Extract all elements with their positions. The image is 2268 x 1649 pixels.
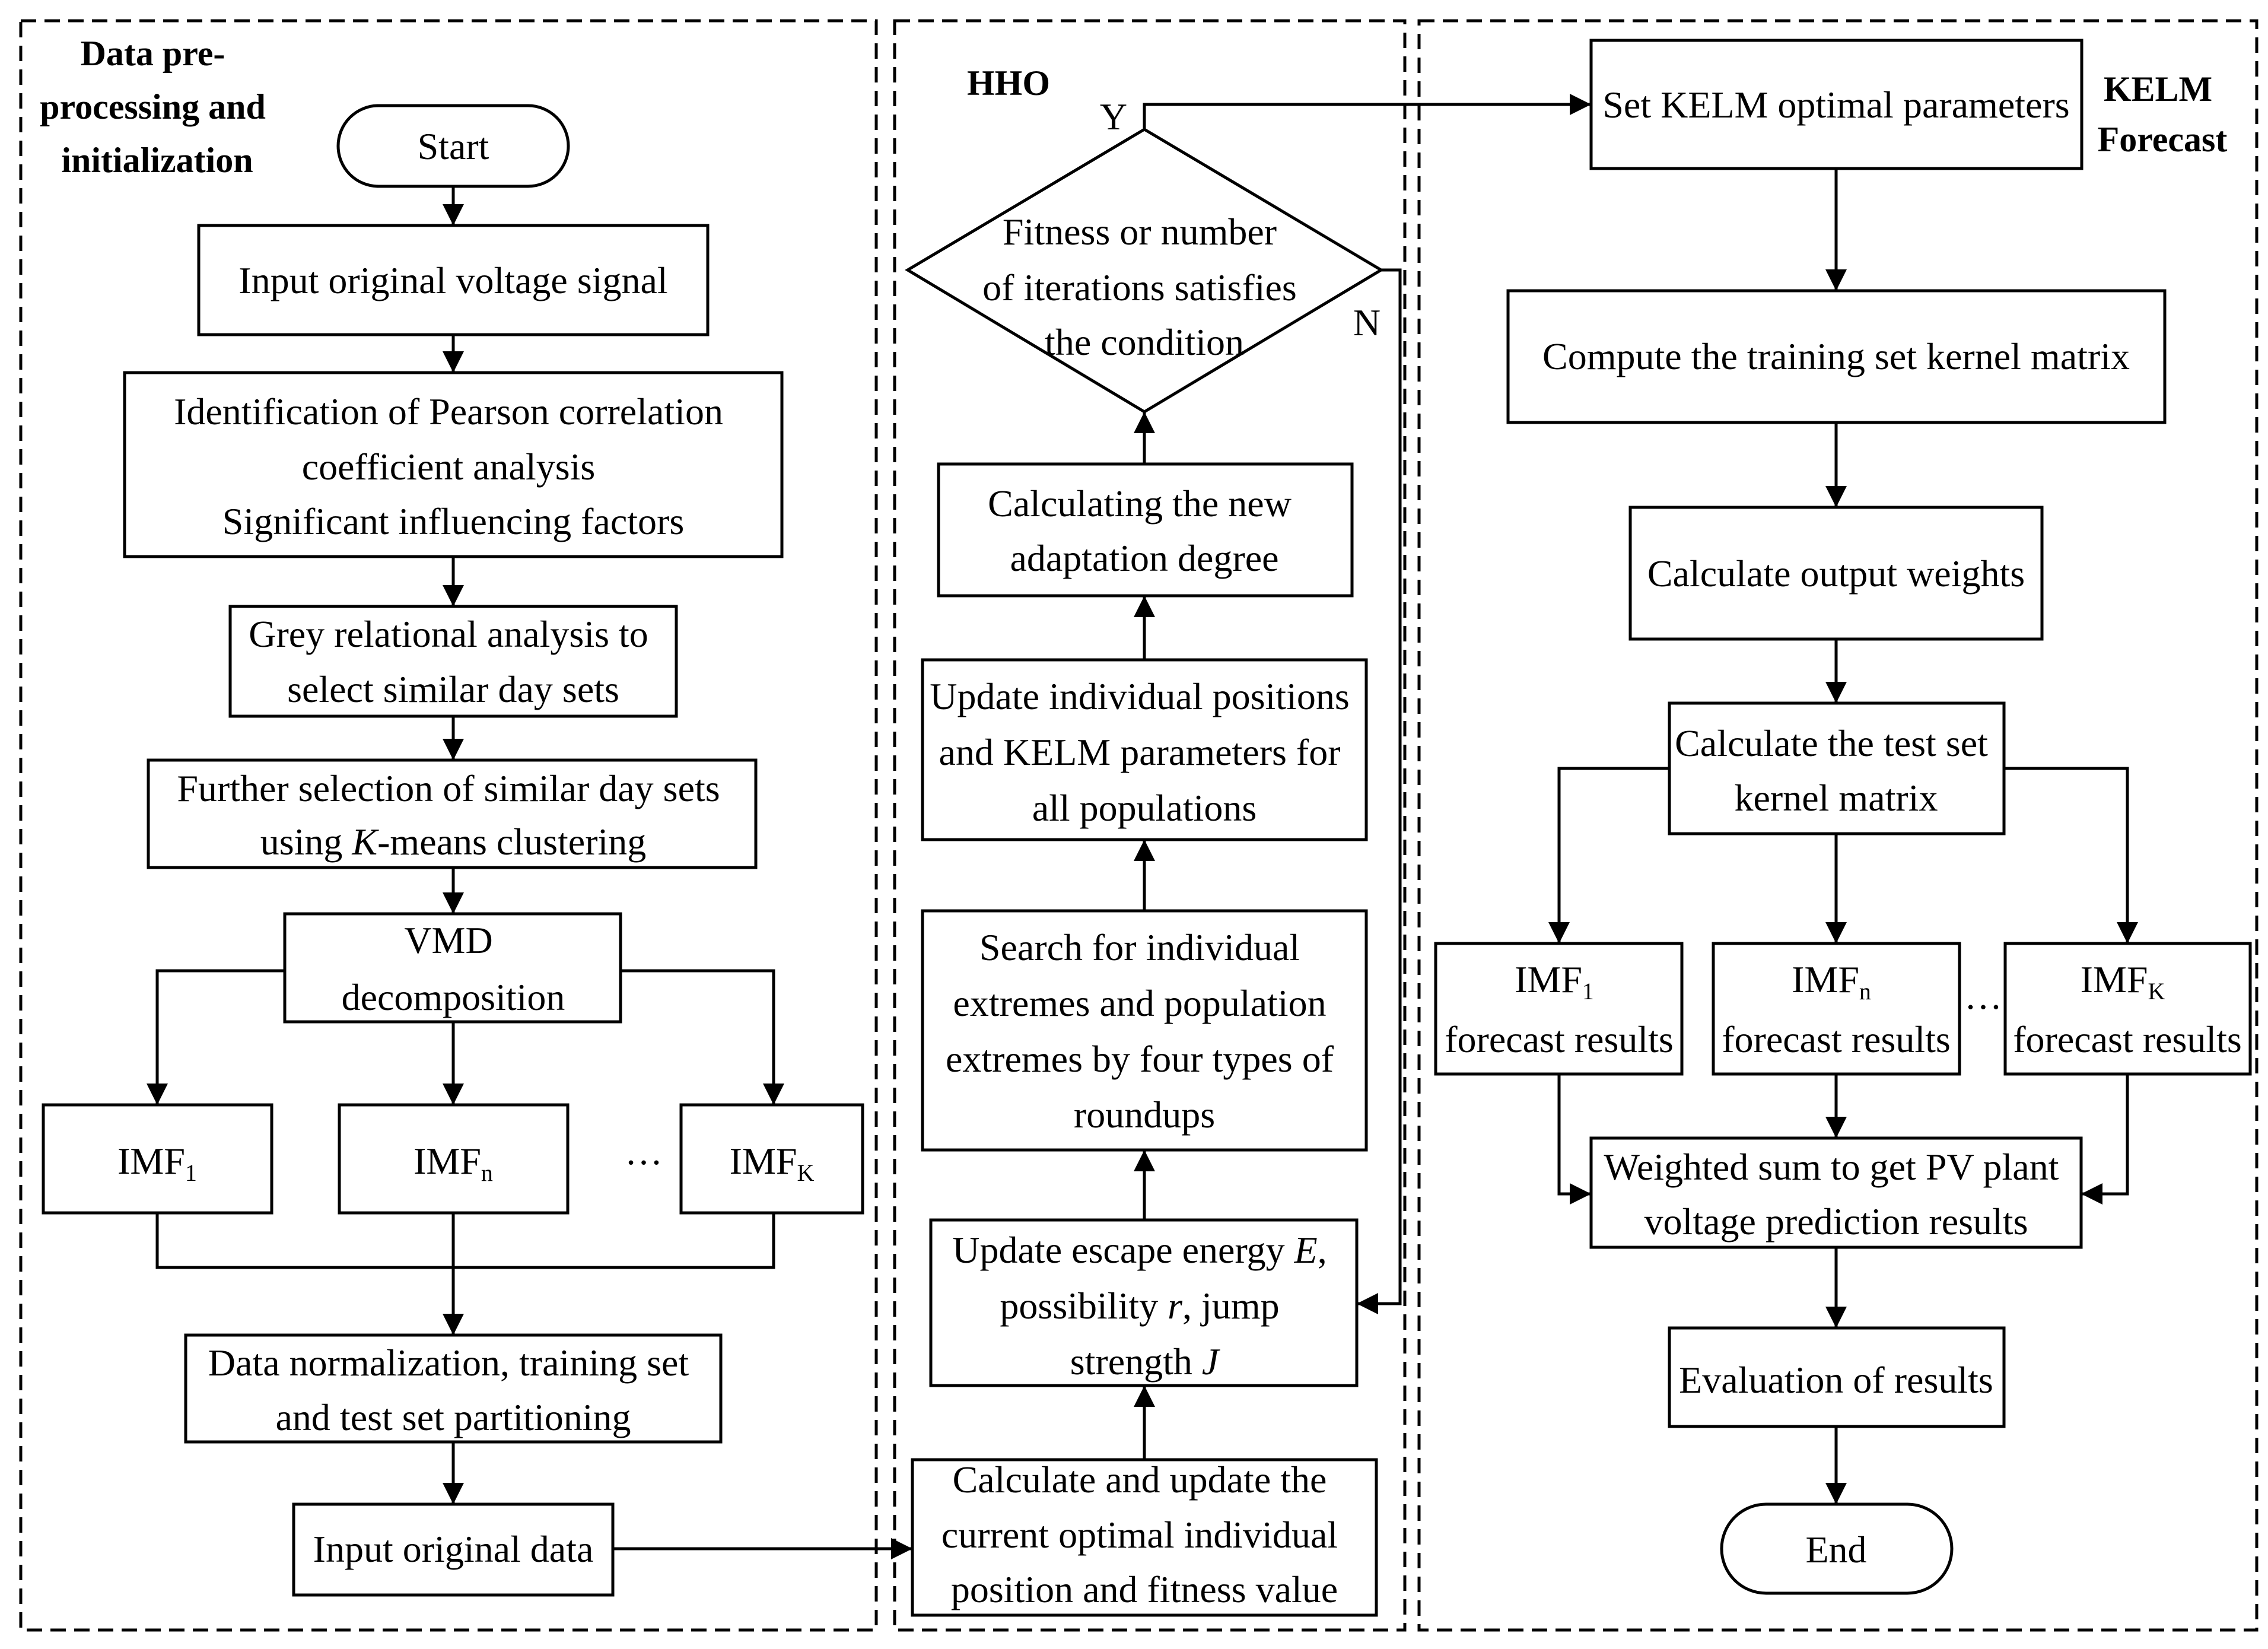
condition-decision xyxy=(905,128,1384,414)
vmd-label: VMD decomposition xyxy=(342,919,565,1018)
imf-1-label: IMF1 xyxy=(117,1140,197,1186)
escape-energy-box xyxy=(929,1218,1359,1387)
imf-1-forecast-label: IMF1 forecast results xyxy=(1445,958,1674,1060)
evaluation-label: Evaluation of results xyxy=(1679,1359,1993,1401)
pearson-box xyxy=(123,371,784,558)
end-label: End xyxy=(1805,1529,1866,1571)
imf-k-forecast-label: IMFK forecast results xyxy=(2013,958,2242,1060)
panel-title-hho: HHO xyxy=(967,63,1050,103)
normalization-box xyxy=(184,1333,723,1444)
panel-hho xyxy=(893,19,1407,1632)
forecast-k-to-sum xyxy=(2081,1074,2129,1205)
panel-kelm xyxy=(1417,19,2259,1632)
input-data-label: Input original data xyxy=(313,1528,594,1570)
panel-title-kelm: KELM Forecast xyxy=(2098,69,2228,159)
weighted-sum-box xyxy=(1589,1136,2083,1249)
search-label: Search for individual extremes and popul… xyxy=(946,926,1343,1136)
end-terminal xyxy=(1720,1502,1954,1595)
weighted-sum-label: Weighted sum to get PV plant voltage pre… xyxy=(1604,1146,2069,1243)
vmd-split-right xyxy=(621,969,784,1105)
set-kelm-label: Set KELM optimal parameters xyxy=(1602,84,2069,126)
start-label: Start xyxy=(418,125,489,167)
evaluation-box xyxy=(1668,1326,2006,1428)
forecast-1-to-sum xyxy=(1557,1074,1591,1205)
output-weights-label: Calculate output weights xyxy=(1647,552,2025,595)
kmeans-box xyxy=(147,758,758,869)
no-label: N xyxy=(1353,301,1380,344)
input-voltage-label: Input original voltage signal xyxy=(238,259,667,301)
escape-energy-label: Update escape energy E, possibility r, j… xyxy=(952,1229,1336,1383)
vmd-split-left xyxy=(147,969,285,1105)
imf-k-label: IMFK xyxy=(730,1140,815,1186)
output-weights-box xyxy=(1628,506,2044,641)
no-branch-arrow xyxy=(1357,268,1402,1314)
kmeans-label: Further selection of similar day sets us… xyxy=(177,767,729,863)
calc-update-label: Calculate and update the current optimal… xyxy=(941,1459,1347,1610)
forecast-ellipsis: … xyxy=(1964,975,2002,1017)
test-kernel-label: Calculate the test set kernel matrix xyxy=(1675,722,1997,819)
grey-relational-label: Grey relational analysis to select simil… xyxy=(249,613,658,710)
update-positions-label: Update individual positions and KELM par… xyxy=(930,675,1359,829)
imf-1-forecast-box xyxy=(1434,942,1684,1076)
set-kelm-box xyxy=(1589,39,2083,170)
imf-k-forecast-box xyxy=(2003,942,2252,1076)
adaptation-box xyxy=(937,462,1354,598)
training-kernel-label: Compute the training set kernel matrix xyxy=(1542,335,2130,377)
yes-label: Y xyxy=(1100,96,1127,138)
test-kernel-box xyxy=(1668,701,2006,835)
imf-merge xyxy=(155,1213,775,1269)
adaptation-label: Calculating the new adaptation degree xyxy=(988,482,1301,579)
normalization-label: Data normalization, training set and tes… xyxy=(208,1342,698,1438)
imf-k-box xyxy=(679,1103,864,1215)
panel-title-preprocessing: Data pre- processing and initialization xyxy=(40,34,275,180)
imf-n-forecast-label: IMFn forecast results xyxy=(1722,958,1951,1060)
condition-label: Fitness or number of iterations satisfie… xyxy=(982,211,1306,363)
imf-n-label: IMFn xyxy=(413,1140,493,1186)
pearson-label: Identification of Pearson correlation co… xyxy=(174,390,733,542)
imf-ellipsis: … xyxy=(625,1130,663,1173)
update-positions-box xyxy=(921,658,1368,841)
grey-relational-box xyxy=(228,605,678,718)
search-box xyxy=(921,909,1368,1152)
test-split-right xyxy=(2004,767,2138,943)
imf-1-box xyxy=(42,1103,273,1215)
imf-n-box xyxy=(338,1103,570,1215)
panel-preprocessing xyxy=(19,19,878,1632)
yes-branch-arrow xyxy=(1143,94,1591,129)
vmd-box xyxy=(283,912,622,1024)
calc-update-box xyxy=(911,1458,1378,1617)
test-split-left xyxy=(1548,767,1669,943)
training-kernel-box xyxy=(1506,289,2167,424)
